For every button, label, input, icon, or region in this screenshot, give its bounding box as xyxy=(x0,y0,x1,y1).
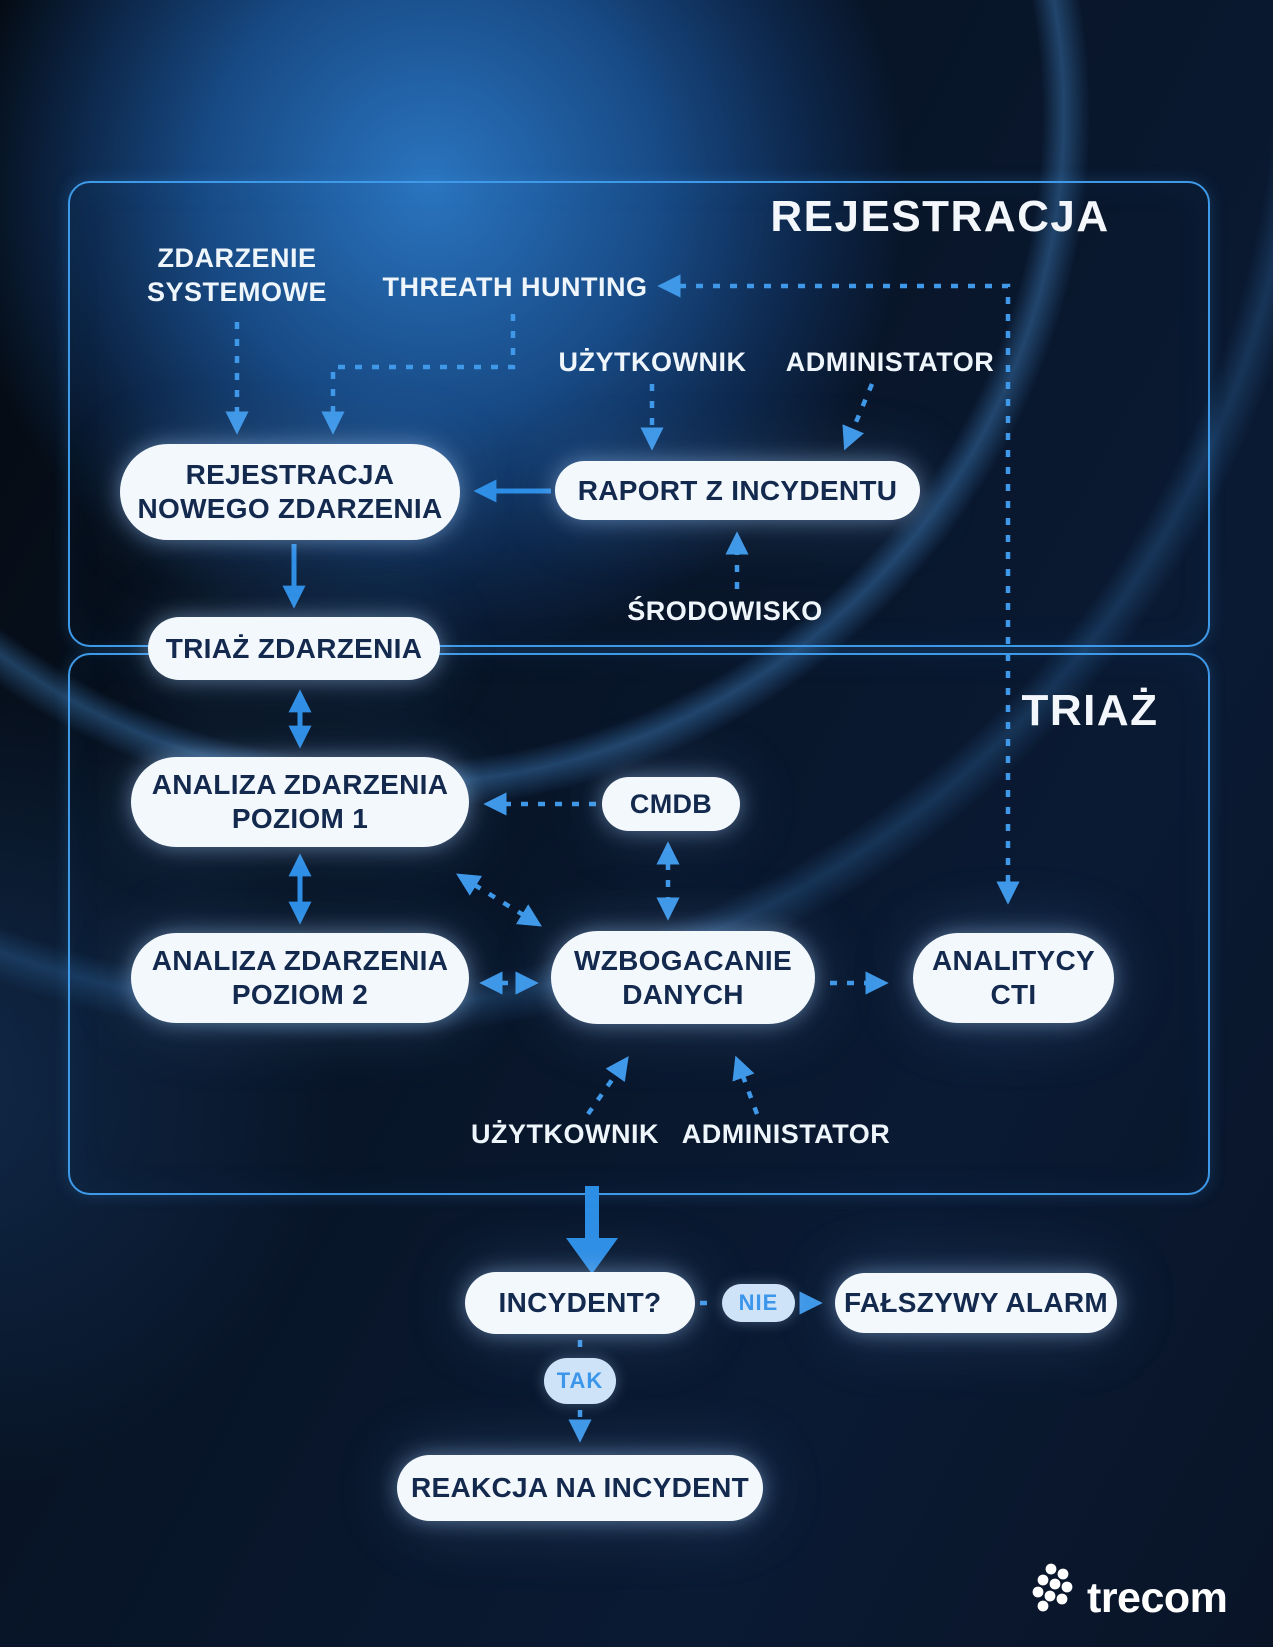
node-cmdb: CMDB xyxy=(602,777,740,831)
node-triaz-zdarzenia: TRIAŻ ZDARZENIA xyxy=(148,617,440,680)
node-analiza-poziom1: ANALIZA ZDARZENIA POZIOM 1 xyxy=(131,757,469,847)
brand-name: trecom xyxy=(1087,1573,1228,1622)
big-arrow-triaz-to-incydent xyxy=(566,1186,618,1274)
label-uzytkownik-top: UŻYTKOWNIK xyxy=(558,347,747,377)
label-threath-hunting: THREATH HUNTING xyxy=(382,272,648,302)
badge-tak: TAK xyxy=(544,1358,616,1404)
node-analitycy-cti: ANALITYCY CTI xyxy=(913,933,1114,1023)
section-title-triaz: TRIAŻ xyxy=(1021,686,1159,735)
label-administator-bottom: ADMINISTATOR xyxy=(681,1119,891,1149)
label-zdarzenie-systemowe: ZDARZENIE SYSTEMOWE xyxy=(146,243,327,307)
label-uzytkownik-bottom: UŻYTKOWNIK xyxy=(471,1119,659,1149)
node-rejestracja-nowego-zdarzenia: REJESTRACJA NOWEGO ZDARZENIA xyxy=(120,444,460,540)
node-incydent: INCYDENT? xyxy=(465,1272,695,1334)
node-raport-z-incydentu: RAPORT Z INCYDENTU xyxy=(555,461,920,520)
node-wzbogacanie-danych: WZBOGACANIE DANYCH xyxy=(551,931,815,1024)
label-administator-top: ADMINISTATOR xyxy=(785,347,995,377)
trecom-dots-icon xyxy=(1032,1563,1073,1612)
section-title-rejestracja: REJESTRACJA xyxy=(770,192,1110,241)
node-falszywy-alarm: FAŁSZYWY ALARM xyxy=(835,1273,1117,1333)
node-analiza-poziom2: ANALIZA ZDARZENIA POZIOM 2 xyxy=(131,933,469,1023)
section-box-triaz xyxy=(68,653,1210,1195)
section-box-rejestracja xyxy=(68,181,1210,647)
label-srodowisko: ŚRODOWISKO xyxy=(627,596,823,626)
trecom-logo: trecom xyxy=(1030,1556,1228,1622)
badge-nie: NIE xyxy=(722,1284,795,1322)
node-reakcja-na-incydent: REAKCJA NA INCYDENT xyxy=(397,1455,763,1521)
